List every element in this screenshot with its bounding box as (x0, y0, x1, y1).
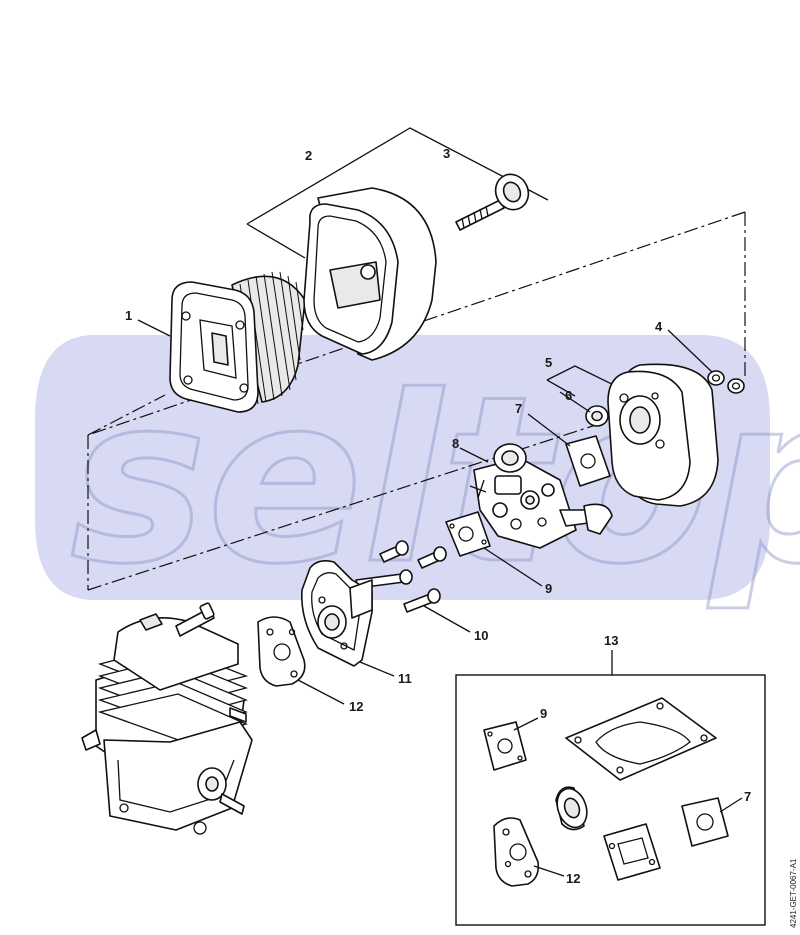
leader-bracket (546, 365, 629, 397)
callout-13: 13 (604, 633, 618, 648)
callout-3: 3 (443, 146, 450, 161)
callout-11: 11 (398, 671, 412, 686)
callout-9-box: 9 (540, 706, 547, 721)
callout-2: 2 (305, 148, 312, 163)
leader-lines (137, 319, 743, 877)
cover-screw (455, 173, 530, 231)
carburetor (469, 443, 613, 549)
filter-base (607, 363, 719, 507)
engine-cylinder (81, 602, 253, 835)
callout-7: 7 (515, 401, 522, 416)
callouts: 1 2 3 4 5 6 7 8 9 10 11 12 13 9 7 12 (125, 146, 751, 886)
callout-8: 8 (452, 436, 459, 451)
callout-1: 1 (125, 308, 132, 323)
callout-6: 6 (565, 388, 572, 403)
leader-bracket (246, 127, 549, 259)
sleeve (585, 405, 609, 427)
callout-7-box: 7 (744, 789, 751, 804)
axis-line (87, 394, 166, 436)
gasket (257, 616, 306, 687)
exhaust-gasket (603, 823, 661, 881)
callout-10: 10 (474, 628, 488, 643)
nut (707, 370, 745, 394)
document-id: 4241-GET-0067-A1 (789, 858, 798, 928)
gasket-set-box (455, 650, 766, 926)
callout-12: 12 (349, 699, 363, 714)
gasket (565, 435, 611, 487)
air-filter (169, 271, 306, 413)
callout-4: 4 (655, 319, 663, 334)
callout-9: 9 (545, 581, 552, 596)
gasket (681, 797, 729, 847)
seal-ring (555, 786, 588, 831)
callout-12-box: 12 (566, 871, 580, 886)
cylinder-gasket (565, 697, 717, 781)
filter-cover (303, 187, 437, 361)
gasket (445, 511, 491, 557)
callout-5: 5 (545, 355, 552, 370)
flange (301, 560, 373, 667)
gasket (483, 721, 527, 771)
